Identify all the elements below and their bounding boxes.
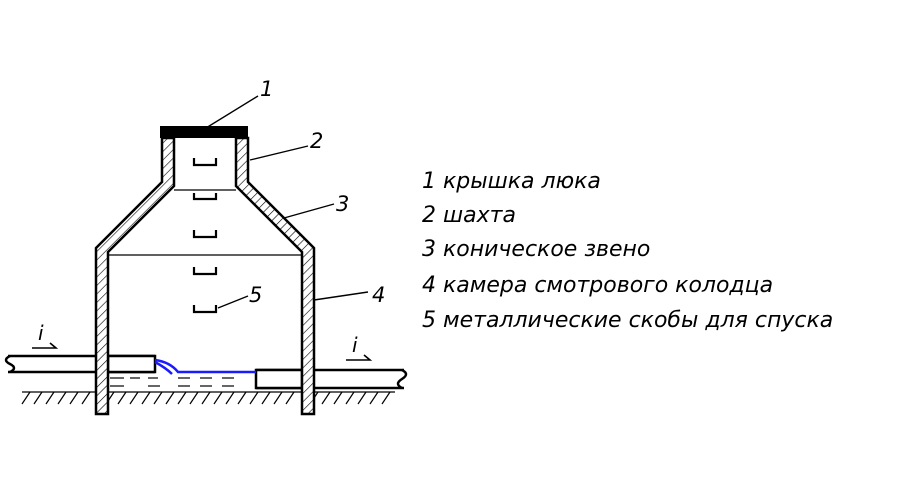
callout-2: 2: [310, 129, 323, 153]
inlet-pipe: [4, 354, 157, 374]
ground-tick: [285, 391, 295, 405]
ground-tick: [369, 391, 379, 405]
ground-tick: [69, 391, 79, 405]
ground-tick: [45, 391, 55, 405]
ground-tick: [21, 391, 31, 405]
ground-tick: [261, 391, 271, 405]
ground-tick: [273, 391, 283, 405]
ground-tick: [237, 391, 247, 405]
slope-marker-right: i: [346, 333, 373, 361]
slope-arrow-left-icon: [32, 342, 59, 349]
ground-tick: [177, 391, 187, 405]
water-flow: [154, 358, 256, 375]
ground-tick: [357, 391, 367, 405]
callout-4: 4: [372, 283, 385, 307]
ground-tick: [201, 391, 211, 405]
slope-arrow-right-icon: [346, 354, 373, 361]
ground-tick: [153, 391, 163, 405]
outlet-pipe: [254, 368, 408, 390]
ground-tick: [189, 391, 199, 405]
callout-3: 3: [336, 192, 349, 216]
slope-label-right: i: [352, 333, 358, 357]
inner-joints: [108, 189, 302, 256]
ground-hatching: [21, 391, 395, 405]
tray-bottom: [110, 377, 234, 387]
legend-item-3: 3 коническое звено: [422, 237, 650, 262]
ground-tick: [213, 391, 223, 405]
slope-marker-left: i: [32, 321, 59, 349]
legend-item-5: 5 металлические скобы для спуска: [422, 308, 833, 333]
ground-tick: [165, 391, 175, 405]
ground-tick: [321, 391, 331, 405]
callout-1: 1: [260, 77, 273, 101]
ground-tick: [381, 391, 391, 405]
ground-tick: [129, 391, 139, 405]
ground-tick: [117, 391, 127, 405]
ground-tick: [249, 391, 259, 405]
legend: 1 крышка люка 2 шахта 3 коническое звено…: [422, 169, 833, 333]
ground-tick: [33, 391, 43, 405]
legend-item-1: 1 крышка люка: [422, 169, 601, 194]
legend-item-4: 4 камера смотрового колодца: [422, 273, 773, 298]
manhole-walls: [94, 136, 316, 416]
manhole-cover: [160, 126, 248, 138]
ground-tick: [333, 391, 343, 405]
callout-leaders: [205, 95, 369, 309]
legend-item-2: 2 шахта: [422, 203, 516, 228]
slope-label-left: i: [38, 321, 44, 345]
ground-tick: [81, 391, 91, 405]
callout-5: 5: [249, 283, 262, 307]
ground-tick: [225, 391, 235, 405]
ground-tick: [57, 391, 67, 405]
ladder-rungs: [192, 158, 218, 314]
ground-tick: [345, 391, 355, 405]
ground-tick: [141, 391, 151, 405]
